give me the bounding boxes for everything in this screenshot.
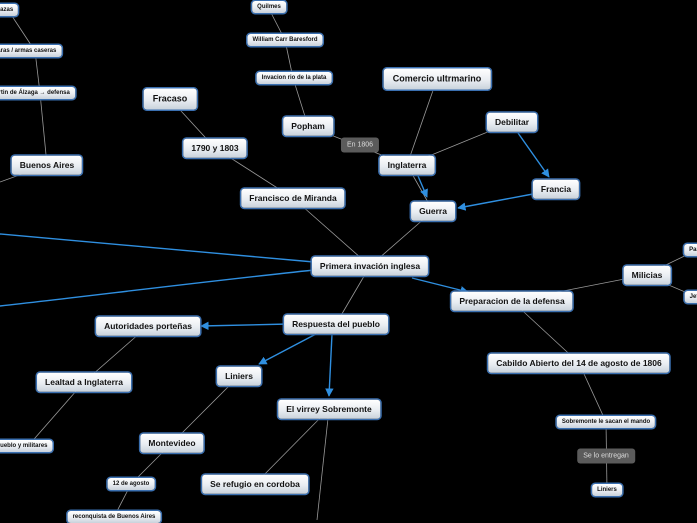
node-se-lo-entregan[interactable]: Se lo entregan bbox=[577, 448, 635, 464]
node-respuesta-pueblo[interactable]: Respuesta del pueblo bbox=[284, 314, 388, 334]
node-francia[interactable]: Francia bbox=[532, 179, 580, 199]
node-buenos-aires[interactable]: Buenos Aires bbox=[11, 155, 83, 175]
node-12-agosto[interactable]: 12 de agosto bbox=[107, 478, 155, 490]
node-en-1806[interactable]: En 1806 bbox=[340, 137, 380, 153]
node-debilitar[interactable]: Debilitar bbox=[486, 112, 538, 132]
node-comercio-ultramarino[interactable]: Comercio ultrmarino bbox=[383, 68, 491, 90]
node-reconquista[interactable]: reconquista de Buenos Aires bbox=[67, 511, 161, 523]
node-primera-invacion[interactable]: Primera invación inglesa bbox=[311, 256, 429, 276]
node-lealtad-inglaterra[interactable]: Lealtad a Inglaterra bbox=[37, 372, 131, 392]
node-liniers[interactable]: Liniers bbox=[217, 366, 261, 386]
node-fracaso[interactable]: Fracaso bbox=[143, 88, 197, 110]
node-martin-alzaga[interactable]: Martin de Álzaga → defensa bbox=[0, 87, 75, 99]
node-invacion-rio-plata[interactable]: Invacion rio de la plata bbox=[256, 72, 332, 84]
node-sobremonte-sacan[interactable]: Sobremonte le sacan el mando bbox=[556, 416, 656, 428]
node-par[interactable]: Par bbox=[684, 244, 697, 256]
node-guerra[interactable]: Guerra bbox=[411, 201, 455, 221]
node-popham[interactable]: Popham bbox=[283, 116, 333, 136]
node-plazas[interactable]: plazas bbox=[0, 4, 19, 16]
node-1790-1803[interactable]: 1790 y 1803 bbox=[183, 138, 247, 158]
node-se-refugio-cordoba[interactable]: Se refugio en cordoba bbox=[202, 474, 308, 494]
node-virrey-sobremonte[interactable]: El virrey Sobremonte bbox=[278, 399, 380, 419]
node-sacharas[interactable]: sacharas / armas caseras bbox=[0, 45, 62, 57]
node-liniers-bottom[interactable]: Liniers bbox=[592, 484, 622, 496]
node-inglaterra[interactable]: Inglaterra bbox=[379, 155, 435, 175]
node-francisco-miranda[interactable]: Francisco de Miranda bbox=[241, 188, 345, 208]
node-pueblo-militares[interactable]: pueblo y militares bbox=[0, 440, 53, 452]
node-montevideo[interactable]: Montevideo bbox=[140, 433, 204, 453]
node-william-beresford[interactable]: William Carr Baresford bbox=[247, 34, 323, 46]
node-quilmes[interactable]: Quilmes bbox=[252, 1, 286, 13]
node-cabildo-abierto[interactable]: Cabildo Abierto del 14 de agosto de 1806 bbox=[488, 353, 670, 373]
node-milicias[interactable]: Milicias bbox=[623, 265, 671, 285]
arrow-connectors bbox=[0, 132, 550, 397]
node-preparacion-defensa[interactable]: Preparacion de la defensa bbox=[451, 291, 573, 311]
node-jef[interactable]: Jef bbox=[684, 291, 697, 303]
node-autoridades-portenas[interactable]: Autoridades porteñas bbox=[96, 316, 200, 336]
